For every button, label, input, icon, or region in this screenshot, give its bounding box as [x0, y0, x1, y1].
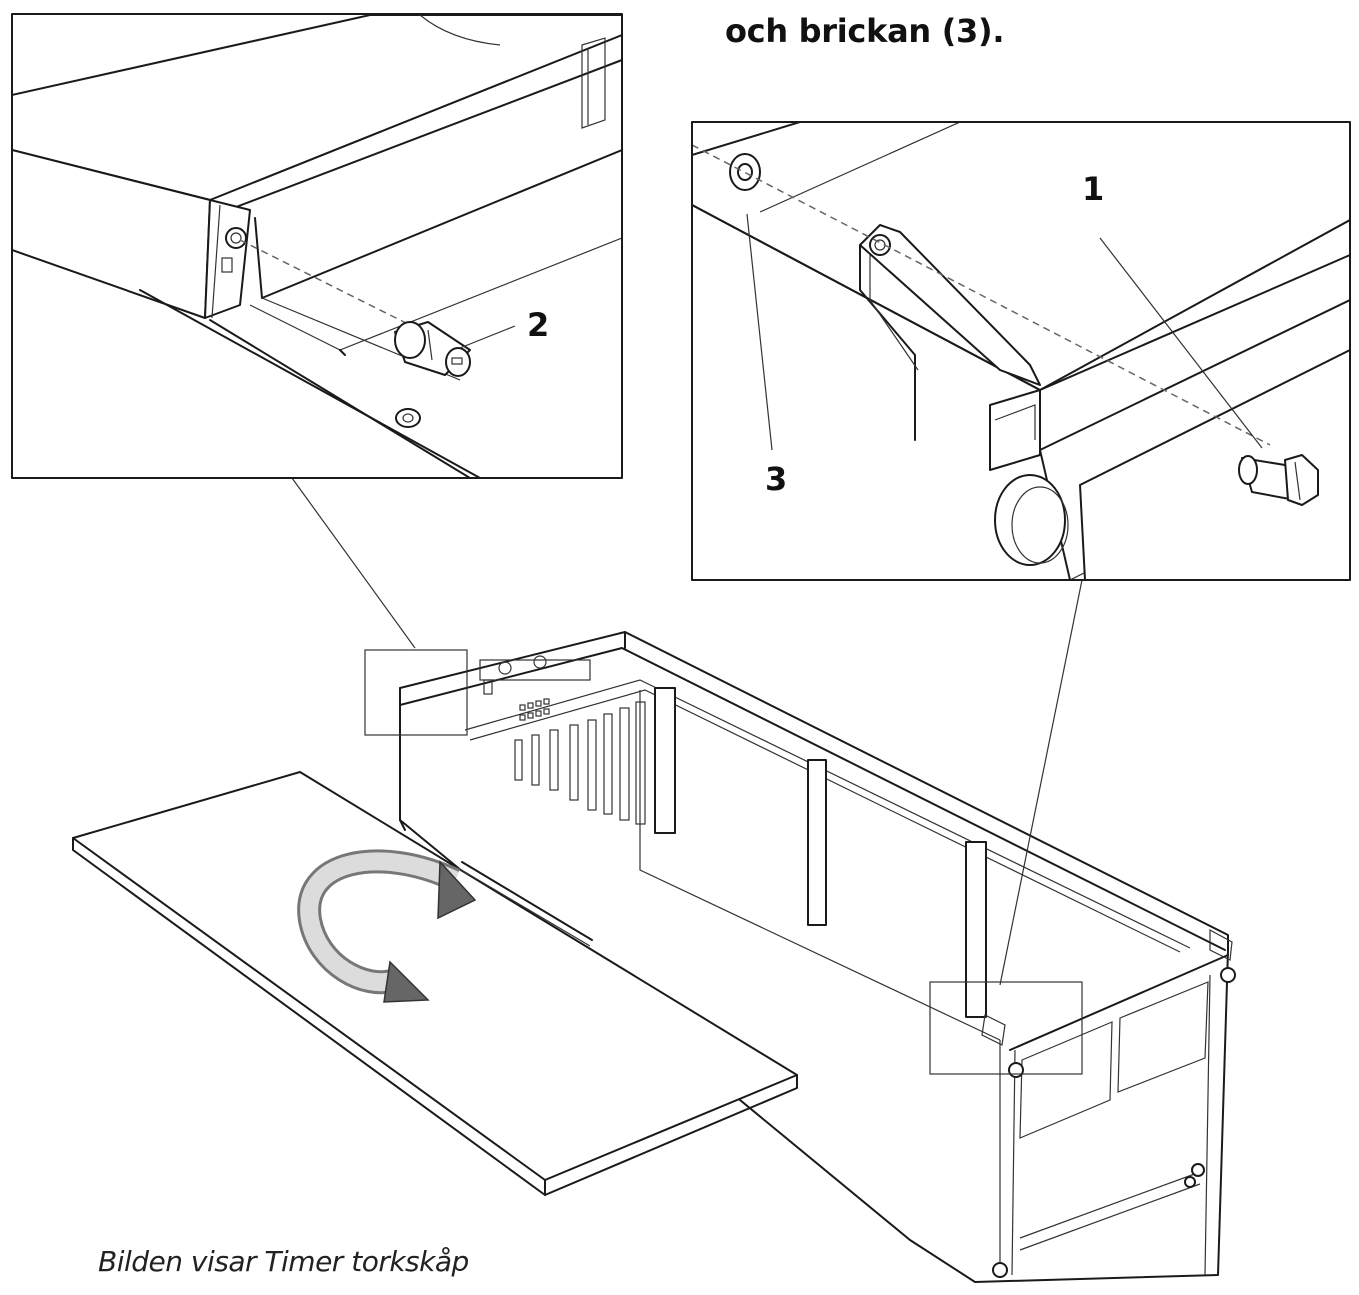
bolt	[1238, 454, 1319, 506]
cabinet-body	[364, 631, 1236, 1283]
detail-marker-left	[364, 649, 468, 736]
interior-posts	[514, 687, 987, 1018]
figure-caption: Bilden visar Timer torkskåp	[98, 1245, 469, 1278]
hinge-bracket	[859, 224, 1041, 471]
leader-line-left	[291, 477, 416, 649]
hinge-pin	[394, 321, 471, 377]
rotate-arrow-icon	[297, 849, 477, 1003]
leader-line-right	[999, 579, 1083, 986]
door-panel	[72, 771, 798, 1196]
detail-inset-right: 1 3	[691, 121, 1351, 581]
callout-number-1: 1	[1082, 170, 1104, 208]
instruction-text: och brickan (3).	[725, 12, 1005, 50]
cabinet-end-frame	[981, 928, 1236, 1278]
washer	[729, 153, 761, 191]
callout-number-2: 2	[527, 306, 549, 344]
detail-inset-left: 2	[11, 13, 623, 479]
top-control-strip	[479, 655, 591, 721]
callout-number-3: 3	[765, 460, 787, 498]
detail-marker-right	[929, 981, 1083, 1075]
